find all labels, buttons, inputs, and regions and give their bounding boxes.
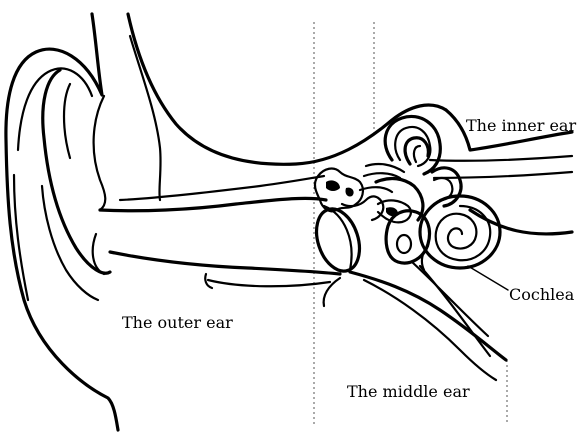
eardrum [309,203,367,276]
nerves-and-tubes [324,262,506,380]
cochlea [420,196,500,270]
semicircular-canals [376,116,461,220]
inner-ear-label: The inner ear [466,116,576,135]
middle-ear-label: The middle ear [347,382,470,401]
ear-canal [100,176,340,288]
cochlea-pointer [468,266,508,290]
cochlea-label: Cochlea [509,285,575,304]
outer-ear-label: The outer ear [122,313,233,332]
auricle [6,14,118,430]
